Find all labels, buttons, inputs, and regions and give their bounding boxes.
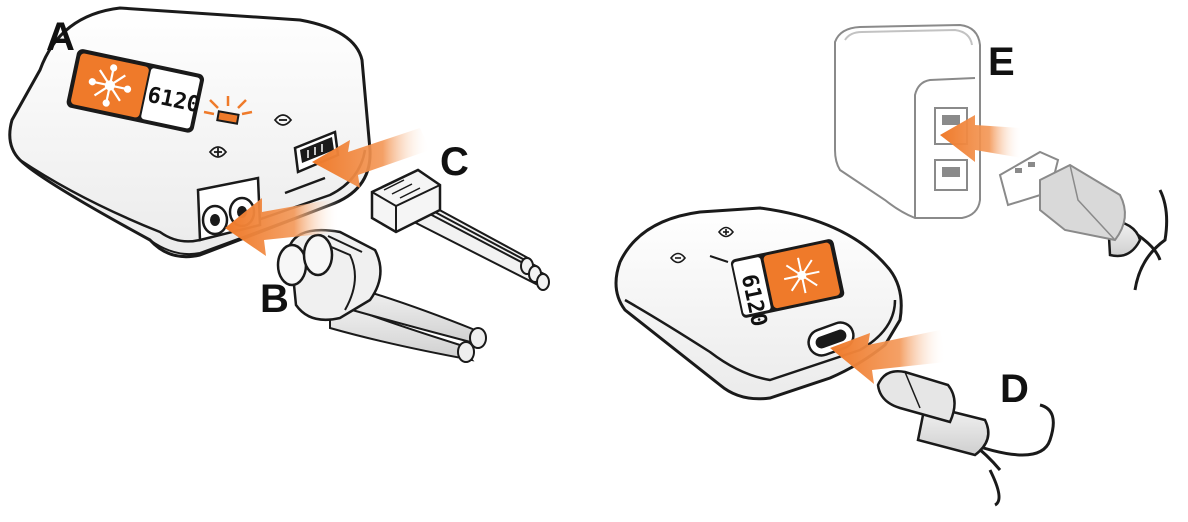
- connector-c: [370, 168, 550, 291]
- arrow-c: [312, 128, 430, 188]
- device-right-logo: 6120: [730, 239, 845, 329]
- wall-adapter-port-bottom: [934, 159, 968, 191]
- device-a: 6120: [8, 6, 372, 259]
- network-node-icon: [88, 64, 132, 107]
- arrow-e: [940, 115, 1022, 162]
- plus-icon: [717, 226, 735, 238]
- device-a-jst-port: [293, 130, 340, 174]
- arrow-b: [225, 198, 340, 256]
- usb-a-plug: [998, 150, 1169, 291]
- minus-icon: [273, 114, 293, 126]
- callout-b: B: [260, 277, 289, 321]
- minus-icon: [669, 252, 687, 264]
- insert-arrow-icon: [225, 128, 430, 256]
- callout-c: C: [440, 140, 469, 184]
- arrow-d: [830, 330, 946, 384]
- callout-a: A: [46, 15, 75, 59]
- device-a-logo: 6120: [66, 49, 205, 133]
- connector-d: [876, 370, 1055, 507]
- plus-icon: [208, 146, 228, 158]
- device-right: 6120: [614, 206, 903, 401]
- connector-b: [276, 228, 487, 363]
- callout-d: D: [1000, 367, 1029, 411]
- wall-adapter-e: [834, 23, 981, 219]
- callout-e: E: [988, 40, 1015, 84]
- device-a-led: [203, 96, 253, 125]
